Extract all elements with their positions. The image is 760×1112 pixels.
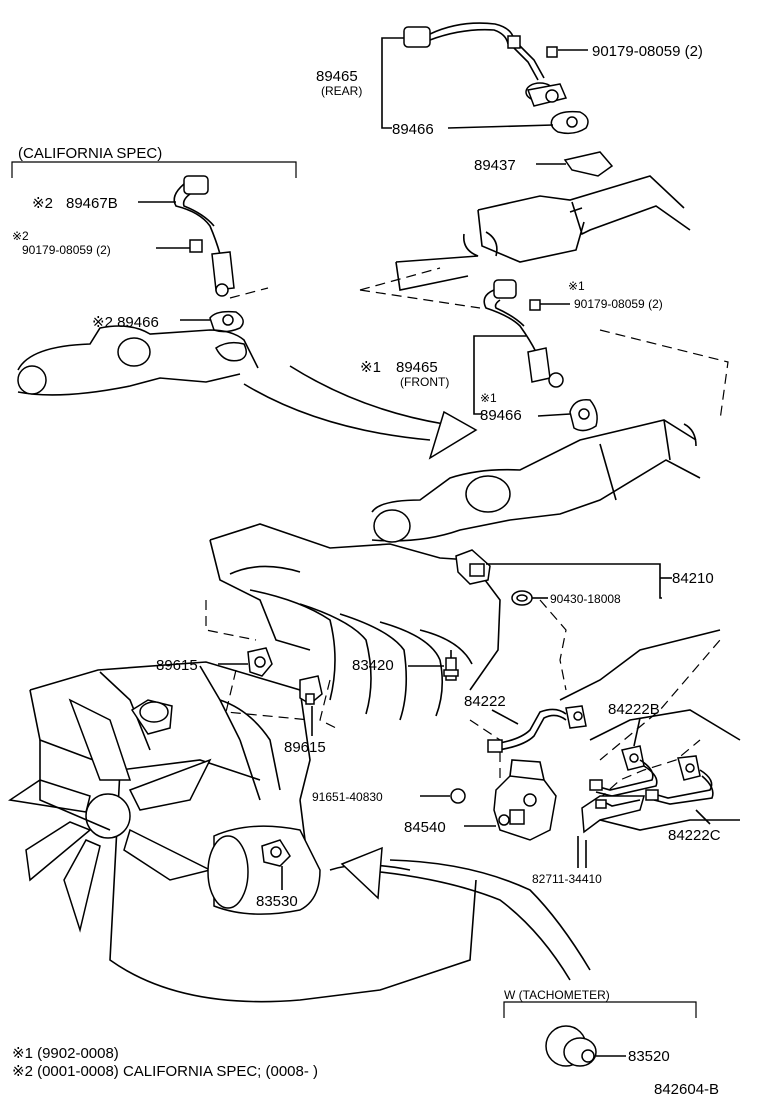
cal-sensor-drawing <box>173 175 244 333</box>
label-front-o2-sensor: 89465 <box>396 359 438 376</box>
rear-o2-sensor-drawing <box>403 22 589 135</box>
exhaust-manifold-left <box>17 325 259 396</box>
wire-84222-leader <box>491 709 519 725</box>
washer-hole <box>516 594 528 602</box>
switch-84540-drawing <box>493 759 557 841</box>
engine-dash-1 <box>205 600 257 641</box>
flow-arrow-head-1 <box>428 410 478 460</box>
cal-spec-bracket <box>11 161 297 178</box>
sender-leader <box>486 563 662 599</box>
tach-bracket <box>503 1001 697 1018</box>
label-washer: 90430-18008 <box>550 592 621 606</box>
label-front-nut: 90179-08059 (2) <box>574 297 663 311</box>
exhaust-y-pipe <box>371 419 701 543</box>
engine-dash-2 <box>225 669 311 721</box>
dash-guide-1 <box>359 267 441 291</box>
label-front-gasket: 89466 <box>480 407 522 424</box>
label-switch-84540: 84540 <box>404 819 446 836</box>
label-front-mark-gasket: ※1 <box>480 391 497 405</box>
label-rear-gasket: 89466 <box>392 121 434 138</box>
engine-dash-6 <box>597 739 701 801</box>
exhaust-pipe-upper <box>395 175 691 291</box>
flow-arrow-line-3 <box>379 871 571 981</box>
label-front-note: (FRONT) <box>400 375 449 389</box>
label-cal-mark-sensor: ※2 <box>32 195 53 212</box>
cylinder-head <box>39 739 321 915</box>
footnote-2: ※2 (0001-0008) CALIFORNIA SPEC; (0008- ) <box>12 1063 318 1080</box>
label-wire-84222b: 84222B <box>608 701 660 718</box>
cooling-fan <box>7 698 213 933</box>
label-front-mark-sensor: ※1 <box>360 359 381 376</box>
bracket-82711-drawing <box>581 795 645 834</box>
label-cal-mark-nut: ※2 <box>12 229 29 243</box>
label-knock-sensor-a: 89615 <box>156 657 198 674</box>
harness-outline-2 <box>589 709 741 741</box>
flow-arrow-line-2 <box>289 365 445 425</box>
flow-arrow-line-4 <box>389 859 591 971</box>
cal-dash <box>229 287 269 299</box>
harness-outline-3 <box>599 819 740 831</box>
rear-group-bracket <box>381 37 404 129</box>
wire-84222b-leader <box>633 717 641 747</box>
label-bracket-82711: 82711-34410 <box>532 872 602 886</box>
heat-insulator-drawing <box>563 151 614 177</box>
front-gasket-leader <box>537 413 571 417</box>
wire-84222c-leader <box>695 809 711 825</box>
label-sender-switch: 84210 <box>672 570 714 587</box>
label-knock-sensor-b: 89615 <box>284 739 326 756</box>
front-dash <box>599 329 729 421</box>
label-rear-note: (REAR) <box>321 84 362 98</box>
dash-guide-2 <box>359 289 481 309</box>
temp-sensor-drawing <box>443 650 459 681</box>
clip-drawing <box>450 788 466 804</box>
footnote-1: ※1 (9902-0008) <box>12 1045 119 1062</box>
label-temp-sensor: 83420 <box>352 657 394 674</box>
front-group-bracket <box>473 335 526 415</box>
flow-arrow-head-2 <box>340 846 383 900</box>
bracket-leader <box>577 836 587 868</box>
flow-arrow-line-1 <box>243 383 431 441</box>
label-cal-nut: 90179-08059 (2) <box>22 243 111 257</box>
wire-84222-drawing <box>487 705 587 753</box>
label-oil-pressure: 83530 <box>256 893 298 910</box>
label-rear-o2-sensor: 89465 <box>316 68 358 85</box>
oil-pressure-switch-drawing <box>261 839 291 867</box>
engine-dash-5 <box>539 599 567 691</box>
figure-code: 842604-B <box>654 1081 719 1098</box>
label-tach-header: W (TACHOMETER) <box>504 988 610 1002</box>
harness-outline-1 <box>559 629 721 701</box>
engine-dash-7 <box>599 639 721 761</box>
engine-intake-manifold <box>209 523 501 721</box>
knock-sensor-b-drawing <box>299 675 323 705</box>
label-heat-insulator: 89437 <box>474 157 516 174</box>
rear-gasket-leader <box>447 124 554 129</box>
label-clip: 91651-40830 <box>312 790 383 804</box>
label-cal-spec-header: (CALIFORNIA SPEC) <box>18 145 162 162</box>
wire-84222b-drawing <box>589 745 658 797</box>
label-front-mark-nut: ※1 <box>568 279 585 293</box>
label-cal-sensor: 89467B <box>66 195 118 212</box>
sender-switch-drawing <box>455 549 491 585</box>
label-tach-sender: 83520 <box>628 1048 670 1065</box>
label-rear-nut: 90179-08059 (2) <box>592 43 703 60</box>
tach-sender-drawing <box>545 1025 597 1067</box>
label-cal-gasket: ※2 89466 <box>92 314 159 331</box>
knock-sensor-a-drawing <box>247 647 273 677</box>
engine-dash-3 <box>319 679 341 731</box>
label-wire-84222: 84222 <box>464 693 506 710</box>
wire-84222c-drawing <box>645 755 714 805</box>
label-wire-84222c: 84222C <box>668 827 721 844</box>
front-o2-sensor-drawing <box>483 279 598 432</box>
